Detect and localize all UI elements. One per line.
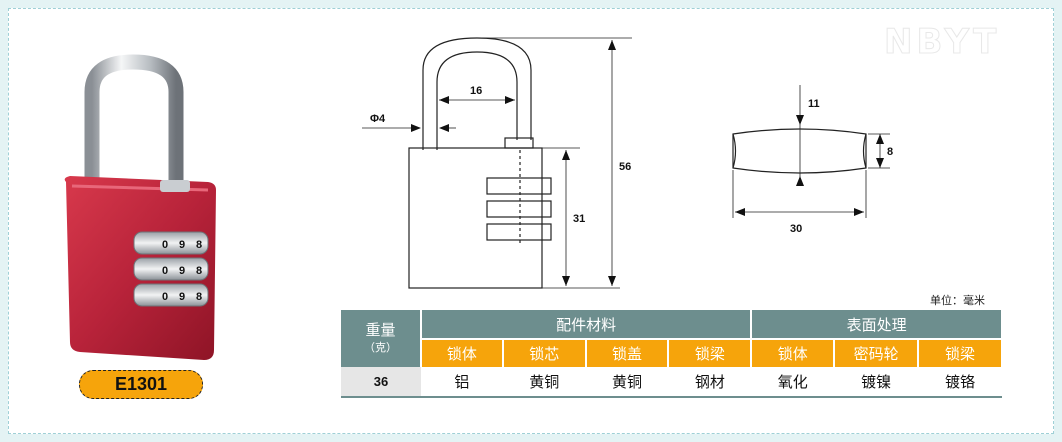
table-cell: 钢材 [668, 367, 752, 398]
dim-shackle-width: 16 [470, 85, 482, 97]
brand-watermark: NBYT [883, 22, 1001, 63]
dim-shackle-diameter: Φ4 [370, 113, 386, 125]
weight-header: 重量 （克） [341, 310, 422, 367]
dim-body-width: 8 [887, 146, 893, 158]
subheader-cell: 锁盖 [585, 338, 670, 367]
dial-2 [133, 257, 209, 281]
dial-1-digit-1: 0 [162, 239, 168, 251]
subheader-cell: 锁体 [420, 338, 504, 367]
dial-1-digit-3: 8 [196, 239, 202, 251]
shackle-photo [84, 54, 184, 198]
table-cell: 镀铬 [918, 367, 1002, 398]
specs-table: 重量 （克） 配件材料 表面处理 锁体 锁芯 锁盖 锁梁 锁体 密码轮 锁梁 3… [341, 310, 1003, 398]
parts-material-header: 配件材料 [420, 310, 753, 339]
table-subheader-row: 锁体 锁芯 锁盖 锁梁 锁体 密码轮 锁梁 [341, 338, 1003, 367]
front-view-drawing [362, 37, 632, 289]
dial-2-digit-3: 8 [196, 265, 202, 277]
weight-header-label: 重量 [365, 320, 396, 339]
dim-body-height: 31 [573, 213, 585, 225]
dial-2-digit-2: 9 [179, 265, 185, 277]
table-row: 36 铝 黄铜 黄铜 钢材 氧化 镀镍 镀铬 [341, 367, 1002, 398]
table-cell: 氧化 [751, 367, 835, 398]
table-cell: 铝 [420, 367, 503, 398]
dial-1 [133, 231, 209, 255]
subheader-cell: 锁体 [751, 338, 836, 367]
side-view-drawing [732, 85, 890, 218]
table-cell: 黄铜 [502, 367, 586, 398]
dial-3 [133, 283, 209, 307]
side-dimension-arrows [735, 115, 884, 216]
model-badge: E1301 [79, 370, 203, 399]
dim-total-height: 56 [619, 161, 631, 173]
dial-2-digit-1: 0 [162, 265, 168, 277]
unit-note: 单位：毫米 [930, 294, 985, 307]
dim-body-thickness: 11 [808, 98, 820, 110]
dial-1-digit-2: 9 [179, 239, 185, 251]
subheader-cell: 锁梁 [668, 338, 753, 367]
dial-3-digit-3: 8 [196, 291, 202, 303]
dial-3-digit-1: 0 [162, 291, 168, 303]
surface-finish-header: 表面处理 [751, 310, 1003, 339]
weight-value: 36 [341, 367, 421, 398]
dimension-arrows [411, 40, 616, 286]
dim-body-length: 30 [790, 223, 802, 235]
subheader-cell: 锁芯 [502, 338, 587, 367]
dial-3-digit-2: 9 [179, 291, 185, 303]
table-cell: 黄铜 [585, 367, 669, 398]
table-cell: 镀镍 [834, 367, 919, 398]
subheader-cell: 密码轮 [834, 338, 920, 367]
weight-unit-label: （克） [363, 340, 397, 354]
table-header-row: 重量 （克） 配件材料 表面处理 [341, 310, 1003, 367]
subheader-cell: 锁梁 [918, 338, 1003, 367]
